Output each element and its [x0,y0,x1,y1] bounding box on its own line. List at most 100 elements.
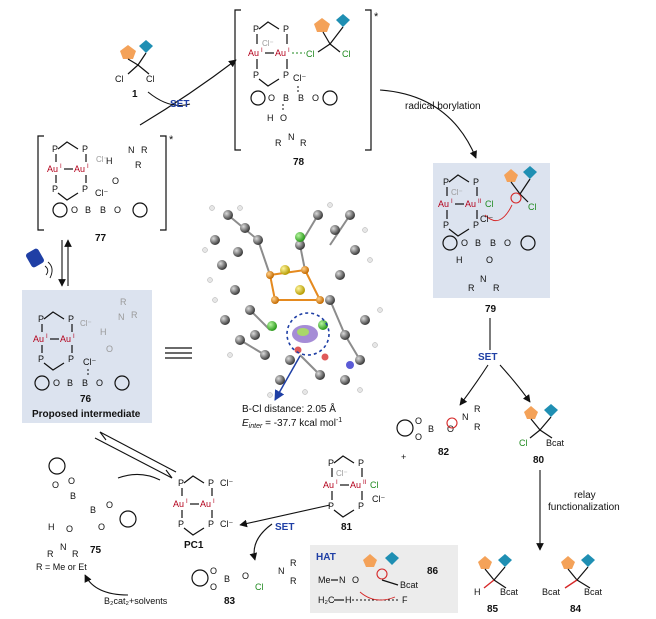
svg-text:I: I [336,480,338,486]
compound-75: O O B B O O H O N R R 75 R = Me or Et [36,457,137,572]
pentagon-icon [561,556,575,569]
equivalence-sign [165,347,192,359]
svg-text:I: I [261,48,263,54]
svg-text:P: P [358,458,364,468]
svg-text:P: P [52,184,58,194]
compound-label-83: 83 [224,596,236,607]
svg-text:R: R [300,138,307,148]
svg-text:O: O [486,255,493,265]
svg-text:Bcat: Bcat [400,580,419,590]
svg-text:B: B [283,93,289,103]
svg-text:N: N [278,566,285,576]
arrow-to-80 [499,364,531,403]
diamond-icon [581,554,595,567]
svg-text:Au: Au [60,334,71,344]
svg-text:R: R [47,549,54,559]
svg-text:B: B [428,424,434,434]
svg-text:R: R [120,297,127,307]
svg-text:N: N [462,412,469,422]
svg-text:Cl⁻: Cl⁻ [262,39,274,48]
svg-text:Cl⁻: Cl⁻ [293,73,306,83]
svg-text:P: P [358,501,364,511]
svg-text:O: O [352,575,359,585]
svg-text:I: I [186,499,188,505]
svg-text:H: H [106,156,113,166]
compound-84: Bcat Bcat 84 [542,554,603,615]
svg-text:P: P [82,184,88,194]
svg-text:Cl⁻: Cl⁻ [96,155,108,164]
svg-text:O: O [96,378,103,388]
svg-text:N: N [288,132,295,142]
star-77: * [169,134,174,146]
diamond-icon [139,40,153,53]
compound-label-86: 86 [427,566,439,577]
svg-text:P: P [283,24,289,34]
arrow-radical-borylation [379,89,477,159]
svg-text:Cl: Cl [255,582,264,592]
light-icon [26,248,53,279]
svg-text:Au: Au [47,164,58,174]
svg-text:P: P [253,24,259,34]
svg-text:R: R [290,576,297,586]
svg-text:R: R [474,422,481,432]
arrow-set-bottom [239,504,331,528]
svg-text:B: B [85,205,91,215]
svg-text:R: R [275,138,282,148]
svg-text:P: P [178,519,184,529]
svg-text:P: P [328,501,334,511]
svg-text:H: H [345,595,352,605]
pentagon-icon [478,556,492,569]
svg-text:Bcat: Bcat [500,587,519,597]
arrow-bcl-pointer [274,355,301,401]
svg-text:O: O [461,238,468,248]
svg-text:Au: Au [438,199,449,209]
diamond-icon [544,404,558,417]
svg-text:Cl⁻: Cl⁻ [480,214,493,224]
label-functionalization: functionalization [548,502,620,513]
svg-text:P: P [253,70,259,80]
svg-text:N: N [480,274,487,284]
svg-text:Me: Me [318,575,331,585]
compound-pc1: P P Cl⁻ Au I Au I P P Cl⁻ PC1 [173,475,233,551]
svg-text:I: I [213,499,215,505]
svg-text:Au: Au [350,480,361,490]
svg-text:Cl⁻: Cl⁻ [336,469,348,478]
compound-label-75: 75 [90,545,102,556]
svg-text:O: O [415,416,422,426]
compound-label-79: 79 [485,304,497,315]
atom-cl: Cl [115,74,124,84]
svg-text:Cl⁻: Cl⁻ [372,494,385,504]
atom-cl: Cl [146,74,155,84]
svg-text:H: H [474,587,481,597]
svg-text:F: F [402,595,408,605]
svg-text:O: O [114,205,121,215]
label-set-bottom: SET [275,522,294,533]
label-e-inter: Einter = -37.7 kcal mol-1 [242,417,342,430]
svg-text:B: B [90,505,96,515]
svg-text:Cl: Cl [342,49,351,59]
compound-label-85: 85 [487,604,499,615]
compound-label-76: 76 [80,394,92,405]
compound-86: HAT Me N O H₂C H F Bcat 86 [316,552,439,605]
svg-text:Au: Au [173,499,184,509]
svg-text:Bcat: Bcat [546,438,565,448]
svg-text:P: P [208,478,214,488]
svg-text:H: H [267,113,274,123]
compound-label-pc1: PC1 [184,540,204,551]
svg-text:O: O [112,176,119,186]
svg-text:B: B [70,491,76,501]
panel-76 [22,290,152,423]
svg-text:O: O [504,238,511,248]
label-relay: relay [574,490,596,501]
arrow-to-83 [249,523,273,561]
svg-text:P: P [38,314,44,324]
label-bcl-distance: B-Cl distance: 2.05 Å [242,402,336,415]
svg-text:Cl⁻: Cl⁻ [80,319,92,328]
svg-text:H: H [48,522,55,532]
svg-text:II: II [363,480,367,486]
svg-text:B: B [82,378,88,388]
svg-text:I: I [288,48,290,54]
compound-81: P P Au I Au II Cl Cl⁻ Cl⁻ P P 81 [323,455,385,533]
svg-text:P: P [52,144,58,154]
svg-text:Cl: Cl [306,49,315,59]
